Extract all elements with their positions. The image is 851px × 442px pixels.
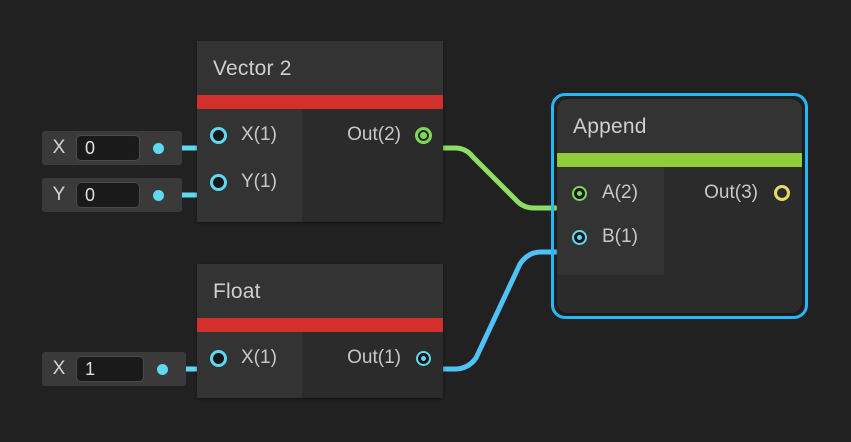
input-port-icon[interactable]: [210, 126, 227, 144]
node-body: A(2) B(1) Out(3): [557, 167, 802, 313]
output-port-icon[interactable]: [418, 352, 429, 364]
node-accent-bar: [197, 318, 443, 332]
param-label-x: X: [52, 358, 66, 379]
param-label-x: X: [52, 137, 66, 158]
node-titlebar[interactable]: Float: [197, 264, 443, 318]
output-port-icon[interactable]: [774, 185, 790, 201]
node-accent-bar: [197, 95, 443, 109]
param-input-vector2-y[interactable]: [76, 182, 140, 208]
port-row-output-out[interactable]: Out(1): [347, 345, 432, 371]
node-append[interactable]: Append A(2) B(1) Out(3): [557, 99, 802, 313]
port-label: A(2): [602, 182, 638, 203]
port-label: Out(2): [347, 124, 401, 145]
port-row-input-x[interactable]: X(1): [210, 345, 277, 371]
input-port-icon[interactable]: [210, 173, 227, 191]
port-label: B(1): [602, 226, 638, 247]
port-label: Y(1): [241, 171, 277, 192]
param-row-vector2-x[interactable]: X: [42, 131, 182, 165]
node-titlebar[interactable]: Append: [557, 99, 802, 153]
param-row-vector2-y[interactable]: Y: [42, 178, 182, 212]
node-titlebar[interactable]: Vector 2: [197, 41, 443, 95]
port-row-input-b[interactable]: B(1): [571, 224, 638, 250]
input-port-icon[interactable]: [574, 231, 585, 243]
param-label-y: Y: [52, 184, 66, 205]
param-connector-dot[interactable]: [153, 142, 164, 154]
node-vector2[interactable]: Vector 2 X(1) Y(1) Out(2): [197, 41, 443, 222]
port-label: X(1): [241, 347, 277, 368]
port-label: X(1): [241, 124, 277, 145]
input-column: [557, 167, 664, 275]
param-input-vector2-x[interactable]: [76, 135, 140, 161]
node-body: X(1) Out(1): [197, 332, 443, 398]
node-title: Float: [197, 264, 443, 318]
node-title: Append: [557, 99, 802, 153]
input-port-icon[interactable]: [210, 349, 227, 367]
port-row-input-a[interactable]: A(2): [571, 180, 638, 206]
node-body: X(1) Y(1) Out(2): [197, 109, 443, 222]
port-label: Out(1): [347, 347, 401, 368]
node-float[interactable]: Float X(1) Out(1): [197, 264, 443, 398]
node-accent-bar: [557, 153, 802, 167]
output-port-icon[interactable]: [415, 126, 432, 144]
param-input-float-x[interactable]: [76, 356, 144, 382]
param-connector-dot[interactable]: [153, 189, 164, 201]
port-label: Out(3): [704, 182, 758, 203]
port-row-input-y[interactable]: Y(1): [210, 169, 277, 195]
port-row-input-x[interactable]: X(1): [210, 122, 277, 148]
param-connector-dot[interactable]: [157, 363, 168, 375]
node-title: Vector 2: [197, 41, 443, 95]
input-port-icon[interactable]: [574, 187, 585, 199]
param-row-float-x[interactable]: X: [42, 352, 186, 386]
port-row-output-out[interactable]: Out(3): [704, 180, 790, 206]
port-row-output-out[interactable]: Out(2): [347, 122, 432, 148]
